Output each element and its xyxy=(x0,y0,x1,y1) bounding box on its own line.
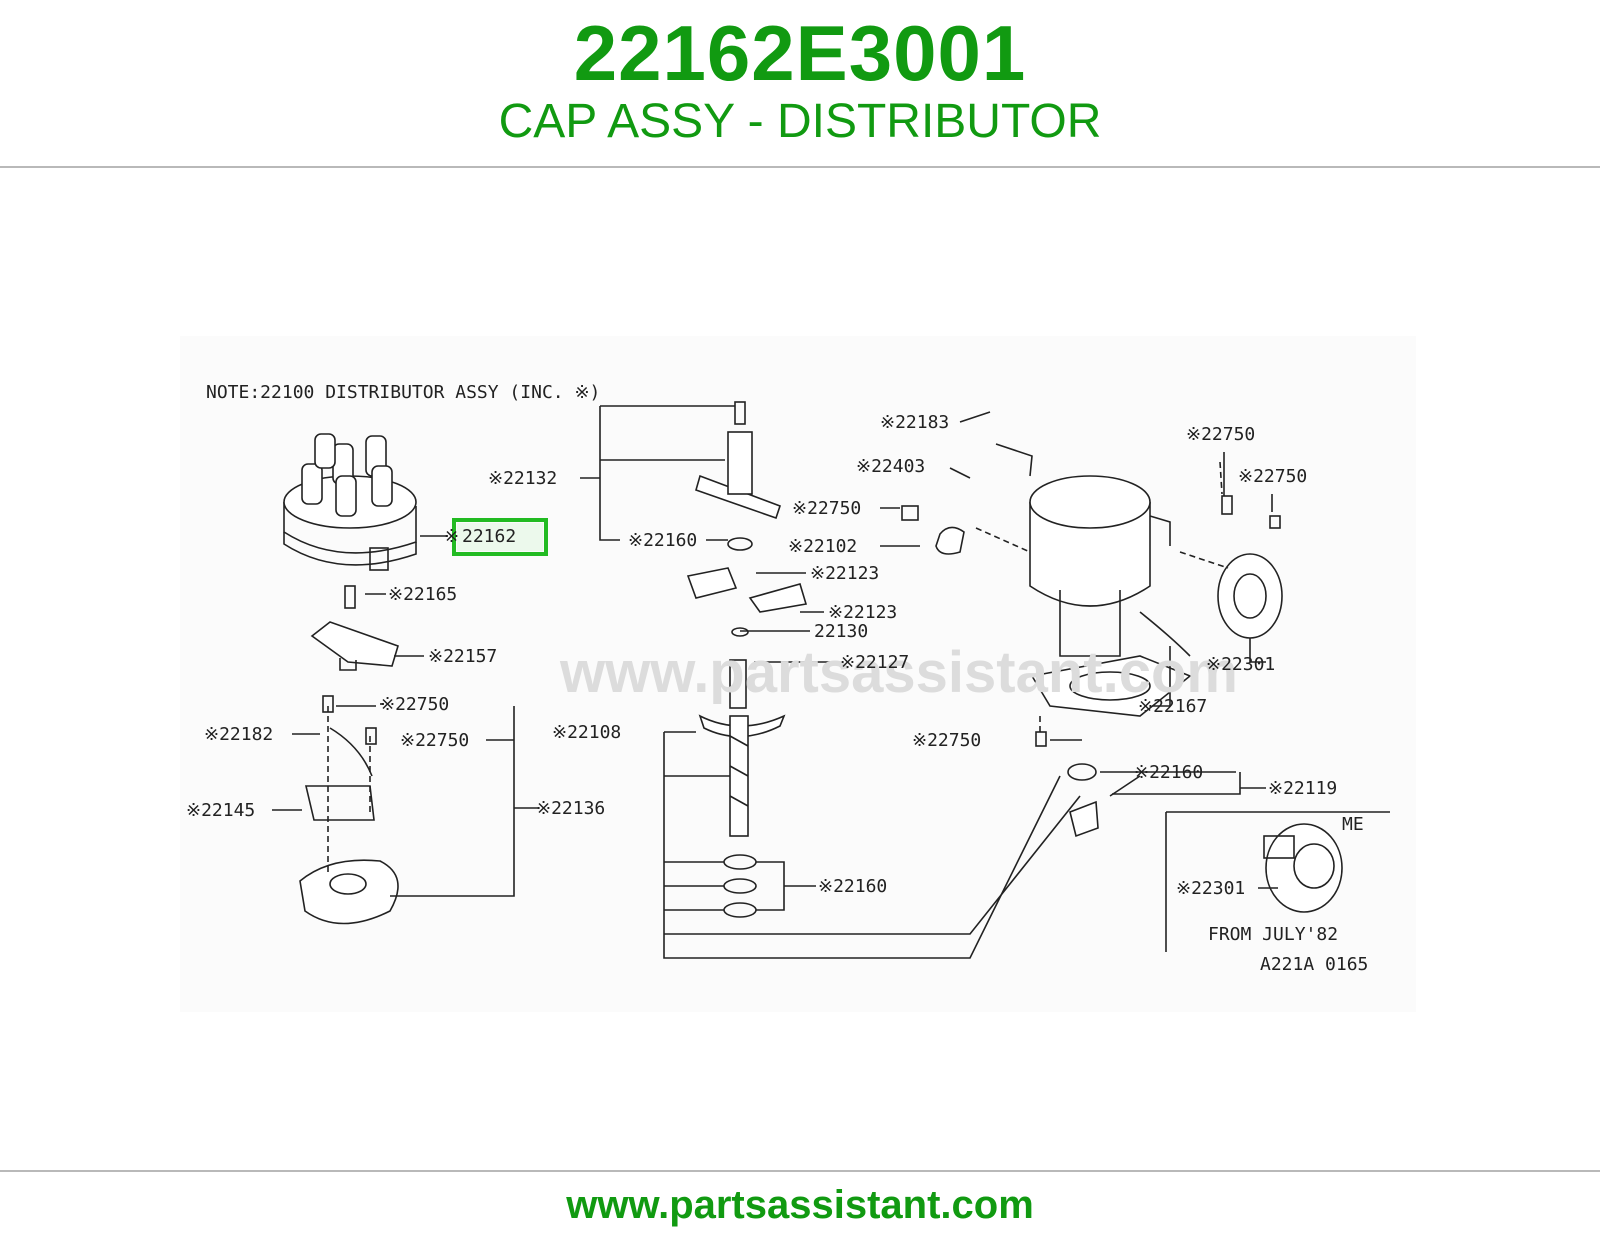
callout-22750-e[interactable]: ※22750 xyxy=(380,694,449,715)
callout-22750-c[interactable]: ※22750 xyxy=(1238,466,1307,487)
callout-22750-d[interactable]: ※22750 xyxy=(912,730,981,751)
callout-22165[interactable]: ※22165 xyxy=(388,584,457,605)
breaker-plate-drawing xyxy=(299,695,399,925)
callout-22301-a[interactable]: ※22301 xyxy=(1206,654,1275,675)
callout-22160-b[interactable]: ※22160 xyxy=(1134,762,1203,783)
callout-22750-a[interactable]: ※22750 xyxy=(792,498,861,519)
inset-caption: FROM JULY'82 xyxy=(1208,924,1338,945)
callout-22403[interactable]: ※22403 xyxy=(856,456,925,477)
exploded-view-drawing: www.partsassistant.com NOTE:22100 DISTRI… xyxy=(186,382,1390,975)
distributor-housing-drawing xyxy=(901,443,1283,747)
callout-22108[interactable]: ※22108 xyxy=(552,722,621,743)
rotor-drawing xyxy=(310,585,399,671)
callout-22145[interactable]: ※22145 xyxy=(186,800,255,821)
footer-url-link[interactable]: www.partsassistant.com xyxy=(566,1183,1034,1227)
gear-collar-drawing xyxy=(1069,800,1099,838)
leader-lines xyxy=(272,405,1390,959)
callout-22119[interactable]: ※22119 xyxy=(1268,778,1337,799)
reference-code: A221A 0165 xyxy=(1260,954,1368,975)
inset-drawing xyxy=(1263,823,1343,913)
highlight-fill xyxy=(457,523,543,551)
parts-diagram: www.partsassistant.com NOTE:22100 DISTRI… xyxy=(180,336,1416,1012)
footer-divider xyxy=(0,1170,1600,1172)
inset-label: ME xyxy=(1342,814,1364,835)
distributor-cap-drawing xyxy=(283,433,417,571)
callout-22136[interactable]: ※22136 xyxy=(536,798,605,819)
washer-drawing xyxy=(1067,763,1097,781)
callout-22160-c[interactable]: ※22160 xyxy=(818,876,887,897)
callout-22127[interactable]: ※22127 xyxy=(840,652,909,673)
header-divider xyxy=(0,166,1600,168)
callout-22160-a[interactable]: ※22160 xyxy=(628,530,697,551)
callout-22750-b[interactable]: ※22750 xyxy=(1186,424,1255,445)
callout-22183[interactable]: ※22183 xyxy=(880,412,949,433)
highlight-box xyxy=(452,518,548,556)
diagram-note: NOTE:22100 DISTRIBUTOR ASSY (INC. ※) xyxy=(206,382,600,403)
callout-22182[interactable]: ※22182 xyxy=(204,724,273,745)
callout-22301-b[interactable]: ※22301 xyxy=(1176,878,1245,899)
callout-22157[interactable]: ※22157 xyxy=(428,646,497,667)
callout-22132[interactable]: ※22132 xyxy=(488,468,557,489)
callout-22750-f[interactable]: ※22750 xyxy=(400,730,469,751)
callout-22130[interactable]: 22130 xyxy=(814,621,868,642)
callout-22123-b[interactable]: ※22123 xyxy=(828,602,897,623)
callout-22167[interactable]: ※22167 xyxy=(1138,696,1207,717)
callout-22162-highlighted[interactable]: 22162 xyxy=(462,526,516,547)
watermark-text: www.partsassistant.com xyxy=(559,640,1238,705)
callout-22123-a[interactable]: ※22123 xyxy=(810,563,879,584)
part-number-title: 22162E3001 xyxy=(573,9,1027,97)
callout-22102[interactable]: ※22102 xyxy=(788,536,857,557)
part-name-subtitle: CAP ASSY - DISTRIBUTOR xyxy=(498,95,1102,148)
callout-22162-mark: ※ xyxy=(444,526,459,547)
